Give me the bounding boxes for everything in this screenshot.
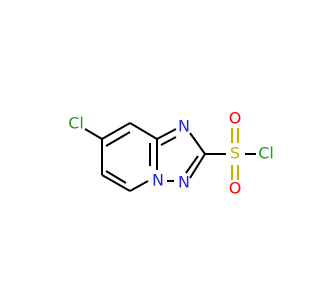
oxygen-atom-bottom: O [229, 179, 242, 198]
bond-c7-c8 [101, 122, 131, 140]
atom-label-layer: Cl N N N S O O Cl [68, 109, 274, 198]
bond-c8a-n1-inner [160, 136, 177, 146]
bond-layer [84, 122, 256, 192]
bond-c5-c6 [101, 174, 131, 192]
bond-c8-c8a [129, 122, 158, 140]
bond-c2-n3-inner [185, 155, 199, 174]
bond-c5-c6-inner [105, 170, 127, 184]
bond-c2-n3 [189, 153, 206, 179]
bond-c7-c8-inner [105, 131, 131, 147]
nitrogen-atom-upper: N [178, 117, 190, 136]
molecule-diagram: Cl N N N S O O Cl [68, 109, 274, 198]
oxygen-atom-top: O [229, 109, 242, 128]
structure-canvas: Cl N N N S O O Cl [68, 108, 274, 198]
sulfur-atom: S [230, 144, 240, 163]
bond-n-bridge-c5 [129, 180, 149, 192]
bond-c8a-n1 [156, 128, 177, 140]
bond-n1-c2 [189, 132, 206, 155]
chlorine-atom-ring: Cl [68, 114, 84, 133]
nitrogen-atom-bridge: N [152, 171, 164, 190]
bond-c7-cl [84, 128, 103, 140]
chlorine-atom-sulfonyl: Cl [258, 144, 274, 163]
nitrogen-atom-lower: N [178, 173, 190, 192]
